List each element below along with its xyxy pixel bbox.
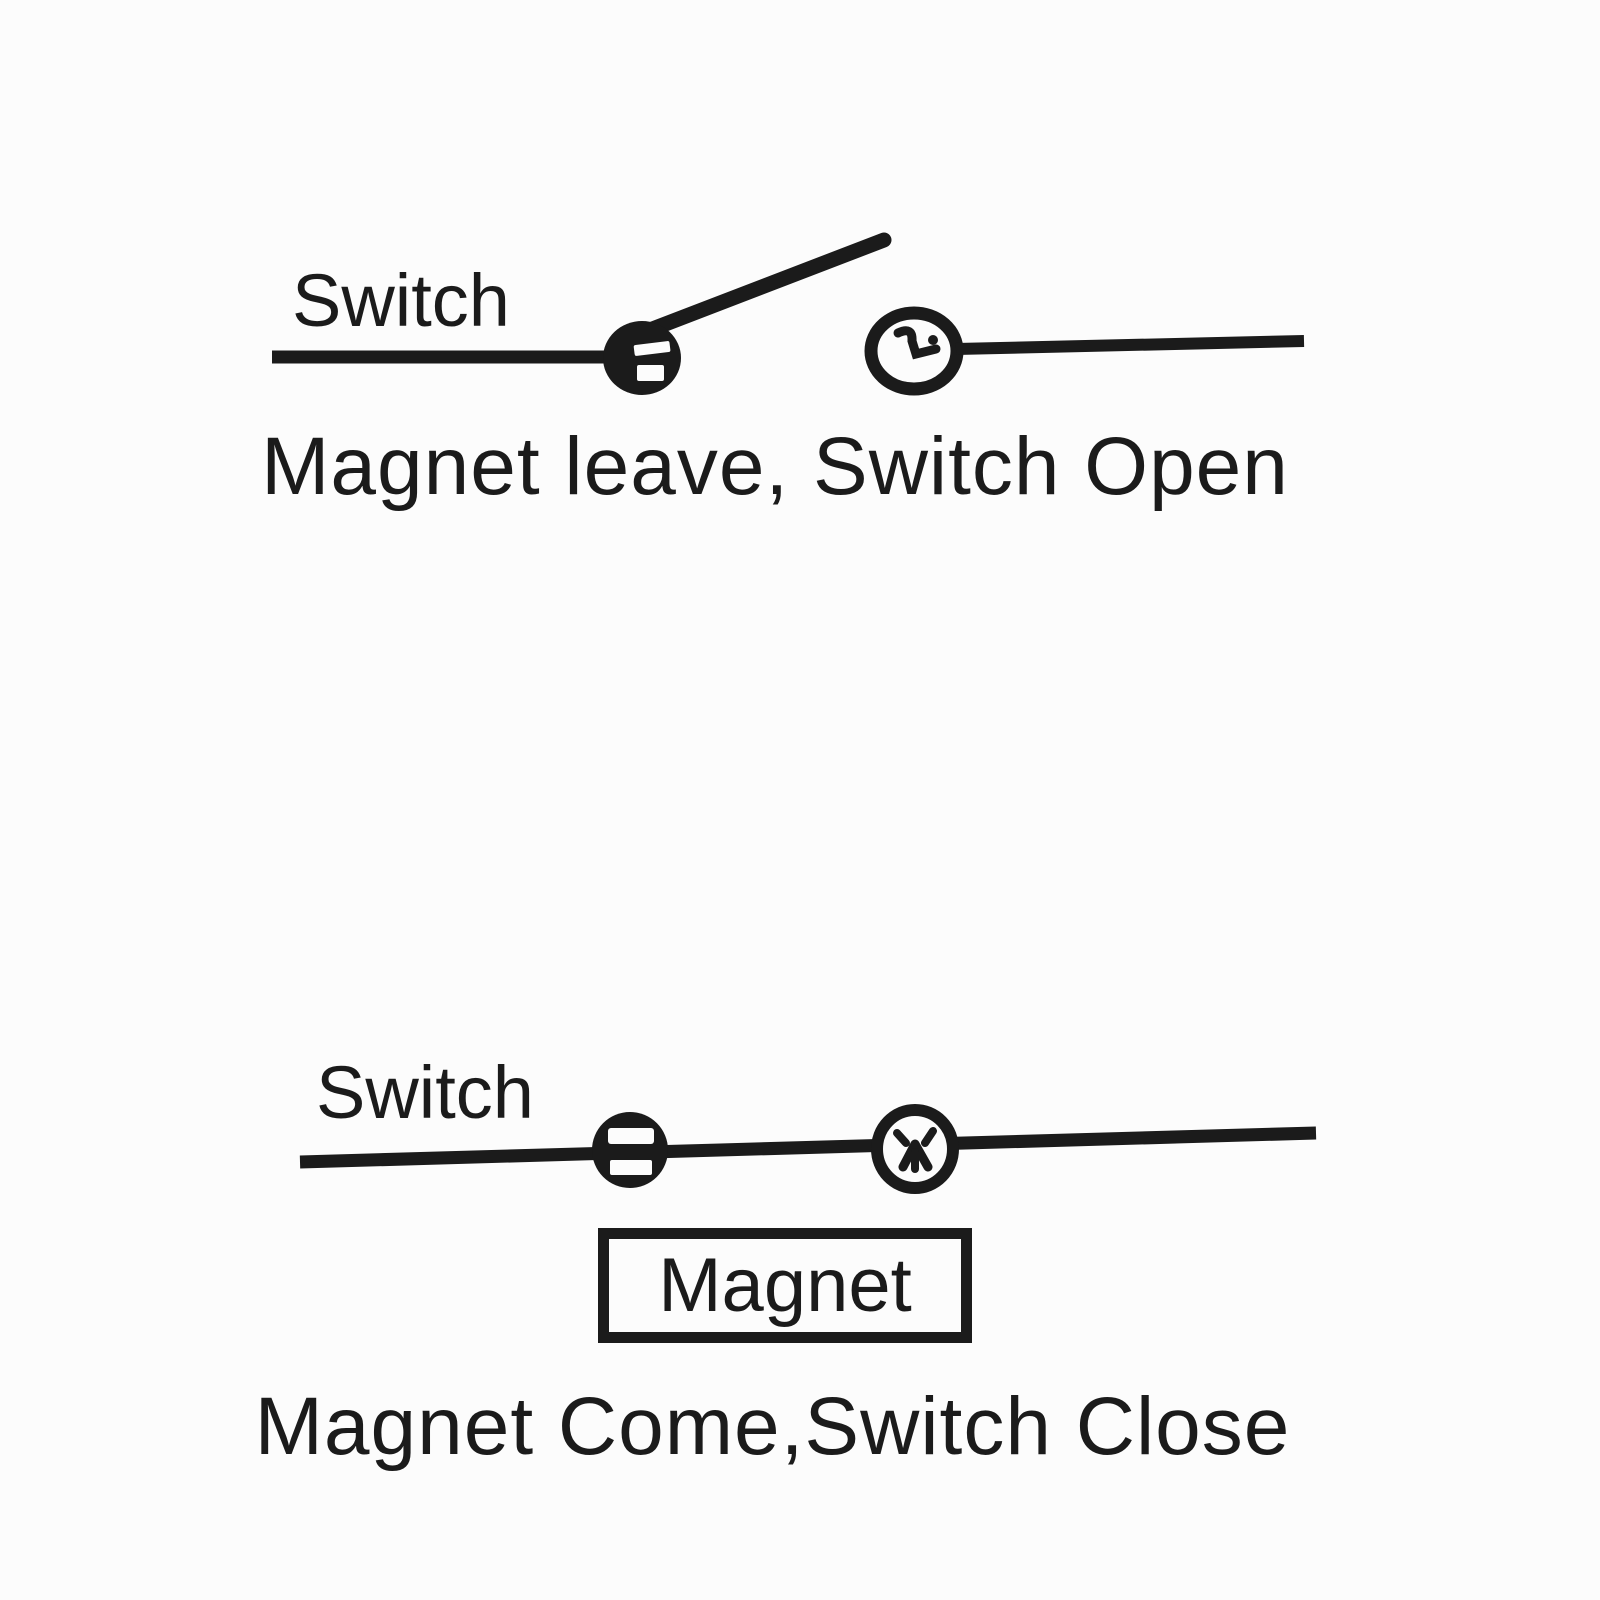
contact-terminal-left-icon xyxy=(603,321,681,395)
magnet-label: Magnet xyxy=(658,1242,912,1328)
wire-through xyxy=(299,1126,1317,1169)
closed-switch-symbol xyxy=(299,1104,1317,1194)
switch-lever xyxy=(634,232,892,341)
contact-terminal-right-icon xyxy=(871,1104,959,1194)
bottom-caption: Magnet Come,Switch Close xyxy=(254,1381,1291,1472)
contact-terminal-left-icon xyxy=(592,1112,668,1188)
magnet-box: Magnet xyxy=(598,1228,972,1343)
open-switch-symbol xyxy=(272,232,1305,396)
top-switch-label: Switch xyxy=(292,259,510,342)
wire-right xyxy=(955,335,1305,355)
contact-terminal-right-icon xyxy=(864,306,964,396)
bottom-switch-label: Switch xyxy=(316,1051,534,1134)
top-caption: Magnet leave, Switch Open xyxy=(261,421,1289,512)
